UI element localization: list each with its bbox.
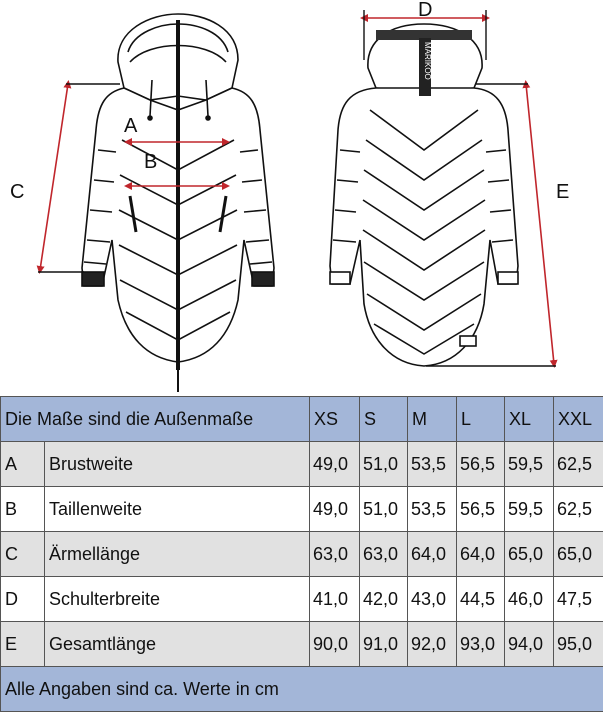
measure-value: 95,0	[553, 621, 603, 667]
measure-lines-back	[360, 14, 558, 368]
measure-name: Brustweite	[44, 441, 310, 487]
measure-value: 51,0	[359, 441, 408, 487]
table-row: B Taillenweite 49,0 51,0 53,5 56,5 59,5 …	[0, 486, 603, 532]
measure-name: Taillenweite	[44, 486, 310, 532]
size-header: S	[359, 396, 408, 442]
measure-value: 53,5	[407, 441, 457, 487]
table-header-title: Die Maße sind die Außenmaße	[0, 396, 310, 442]
table-header-row: Die Maße sind die Außenmaße XS S M L XL …	[0, 396, 603, 442]
measure-value: 56,5	[456, 441, 505, 487]
measure-value: 56,5	[456, 486, 505, 532]
guide-lines-back	[363, 10, 556, 367]
brand-tag-text: MARIKOO	[423, 42, 432, 80]
measure-value: 49,0	[309, 441, 360, 487]
measure-lines-front	[36, 80, 230, 274]
measure-name: Gesamtlänge	[44, 621, 310, 667]
measure-value: 62,5	[553, 486, 603, 532]
size-table: Die Maße sind die Außenmaße XS S M L XL …	[0, 396, 603, 712]
table-row: D Schulterbreite 41,0 42,0 43,0 44,5 46,…	[0, 576, 603, 622]
measure-value: 93,0	[456, 621, 505, 667]
measure-value: 64,0	[456, 531, 505, 577]
table-footer-row: Alle Angaben sind ca. Werte in cm	[0, 666, 603, 712]
size-header: M	[407, 396, 457, 442]
label-a: A	[124, 115, 138, 137]
label-c: C	[10, 181, 24, 203]
table-row: A Brustweite 49,0 51,0 53,5 56,5 59,5 62…	[0, 441, 603, 487]
measure-value: 65,0	[553, 531, 603, 577]
measure-value: 64,0	[407, 531, 457, 577]
measure-value: 63,0	[309, 531, 360, 577]
measure-value: 92,0	[407, 621, 457, 667]
measure-value: 90,0	[309, 621, 360, 667]
size-header: XS	[309, 396, 360, 442]
size-header: XL	[504, 396, 554, 442]
measure-value: 91,0	[359, 621, 408, 667]
back-jacket-drawing	[329, 23, 519, 367]
size-header: L	[456, 396, 505, 442]
measure-value: 49,0	[309, 486, 360, 532]
size-header: XXL	[553, 396, 603, 442]
measure-name: Ärmellänge	[44, 531, 310, 577]
measure-code: D	[0, 576, 45, 622]
jacket-measurement-illustration: A B C MARIKOO D E	[10, 0, 569, 392]
measure-name: Schulterbreite	[44, 576, 310, 622]
label-d: D	[418, 0, 432, 21]
measure-value: 46,0	[504, 576, 554, 622]
measure-value: 94,0	[504, 621, 554, 667]
table-row: E Gesamtlänge 90,0 91,0 92,0 93,0 94,0 9…	[0, 621, 603, 667]
measure-value: 44,5	[456, 576, 505, 622]
guide-lines-front	[38, 83, 120, 273]
measure-code: B	[0, 486, 45, 532]
measure-code: E	[0, 621, 45, 667]
table-footer-note: Alle Angaben sind ca. Werte in cm	[0, 666, 603, 712]
measure-value: 65,0	[504, 531, 554, 577]
measure-value: 62,5	[553, 441, 603, 487]
measure-value: 42,0	[359, 576, 408, 622]
table-row: C Ärmellänge 63,0 63,0 64,0 64,0 65,0 65…	[0, 531, 603, 577]
measure-value: 53,5	[407, 486, 457, 532]
label-b: B	[144, 151, 157, 173]
measure-value: 51,0	[359, 486, 408, 532]
measure-value: 63,0	[359, 531, 408, 577]
brand-tag	[419, 38, 431, 96]
measure-value: 47,5	[553, 576, 603, 622]
measure-value: 59,5	[504, 486, 554, 532]
measure-code: C	[0, 531, 45, 577]
measure-value: 41,0	[309, 576, 360, 622]
label-e: E	[556, 181, 569, 203]
measure-value: 43,0	[407, 576, 457, 622]
measure-code: A	[0, 441, 45, 487]
measure-value: 59,5	[504, 441, 554, 487]
